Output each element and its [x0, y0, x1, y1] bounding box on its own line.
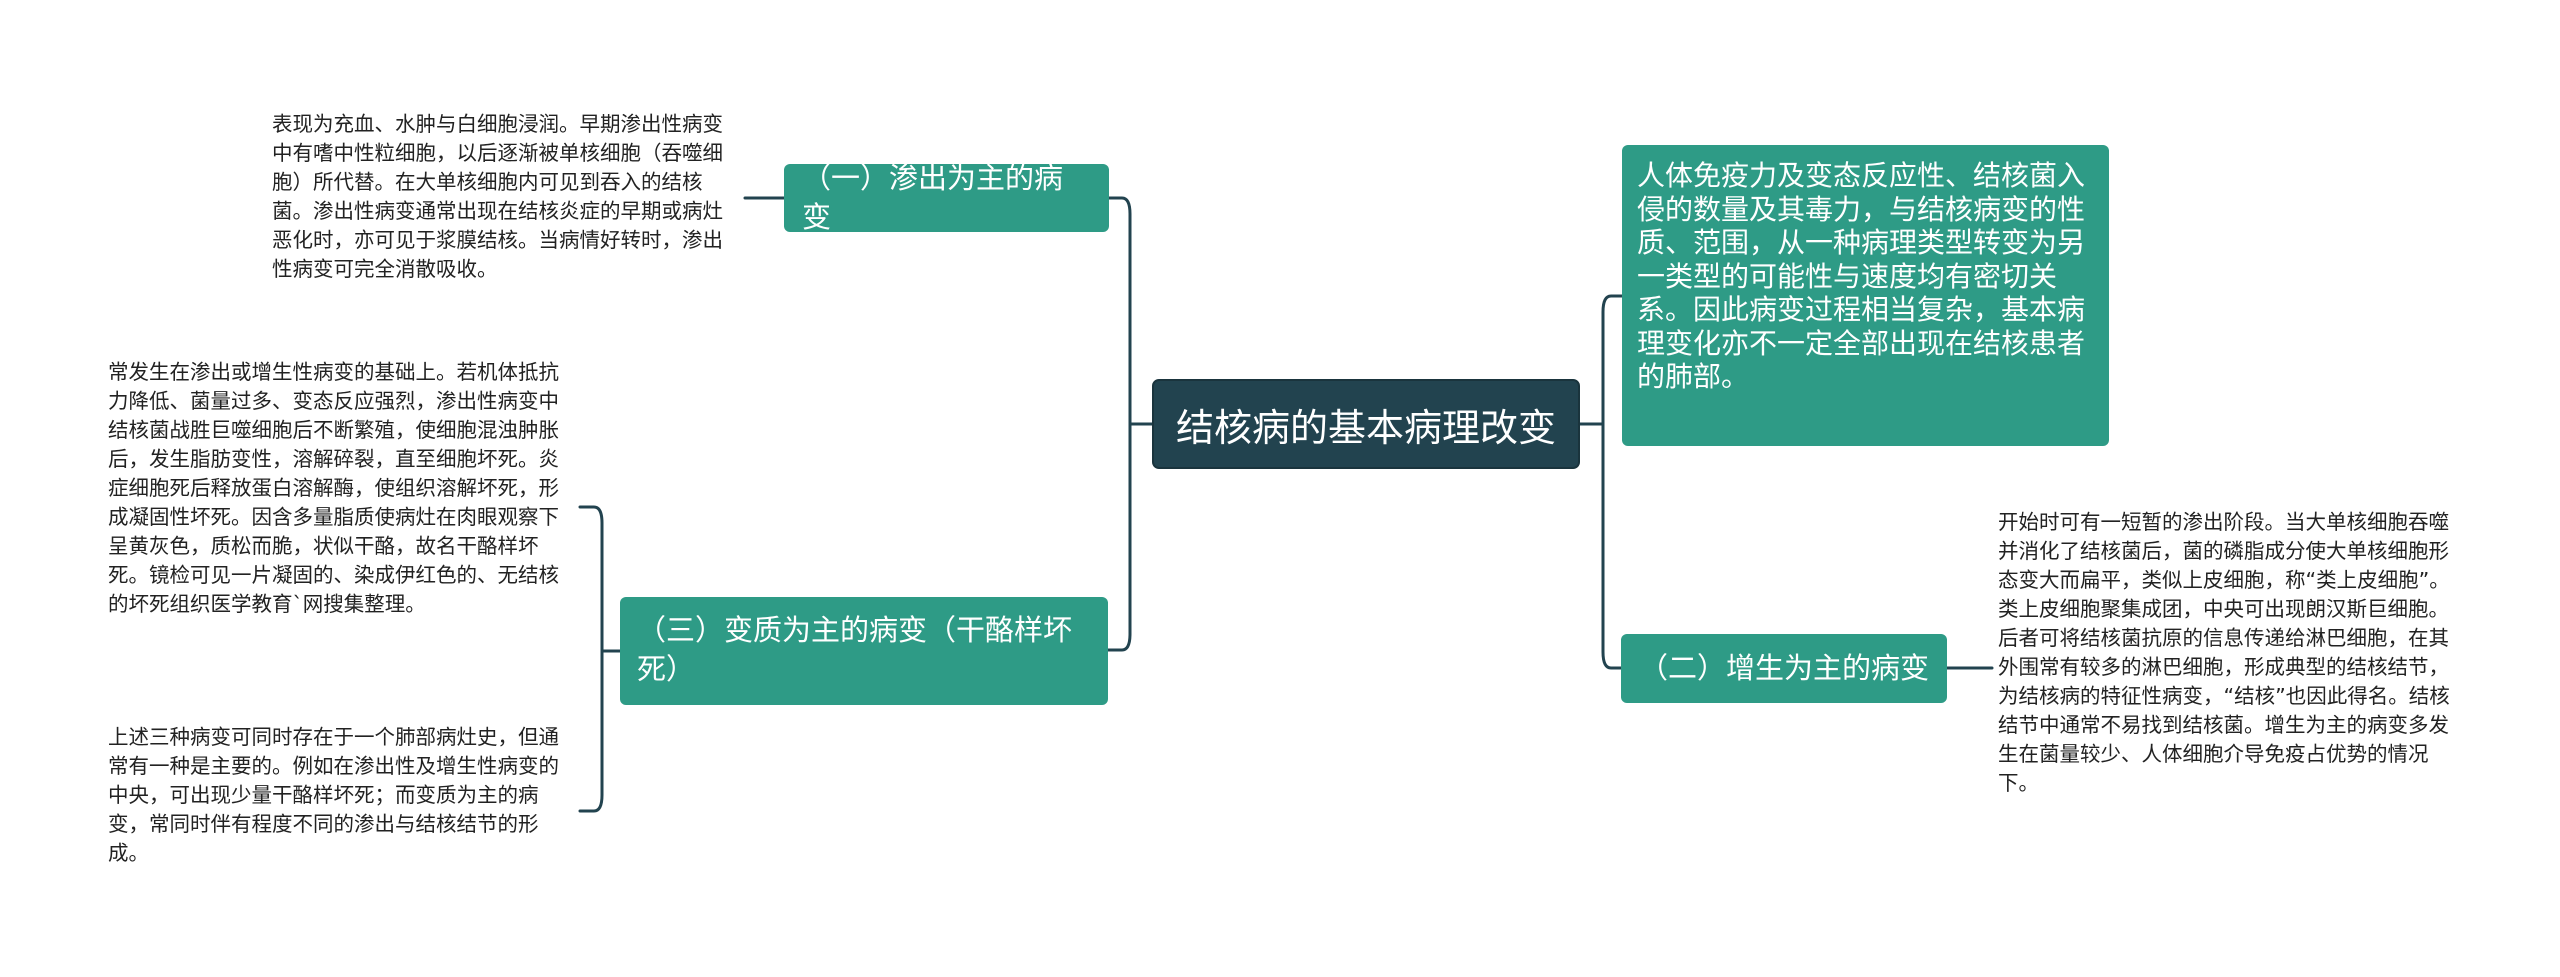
connector-right-spine: [1601, 294, 1624, 670]
branch-immunity-factors-label: 人体免疫力及变态反应性、结核菌入侵的数量及其毒力，与结核病变的性质、范围，从一种…: [1637, 159, 2086, 393]
branch-exudative-lesion[interactable]: （一）渗出为主的病变: [784, 161, 1109, 234]
connector-left-spine: [1106, 196, 1132, 652]
leaf-proliferative-note: 开始时可有一短暂的渗出阶段。当大单核细胞吞噬并消化了结核菌后，菌的磷脂成分使大单…: [1998, 510, 2450, 795]
branch-degenerative-lesion[interactable]: （三）变质为主的病变（干酪样坏死）: [620, 597, 1108, 705]
leaf-exudative-note: 表现为充血、水肿与白细胞浸润。早期渗出性病变中有嗜中性粒细胞，以后逐渐被单核细胞…: [272, 112, 723, 281]
leaf-degenerative-note: 常发生在渗出或增生性病变的基础上。若机体抵抗力降低、菌量过多、变态反应强烈，渗出…: [108, 360, 559, 616]
branch-proliferative-lesion-label: （二）增生为主的病变: [1639, 651, 1930, 685]
branch-exudative-lesion-label: （一）渗出为主的病变: [802, 161, 1064, 234]
branch-proliferative-lesion[interactable]: （二）增生为主的病变: [1621, 634, 1947, 703]
connector-b3-bracket: [578, 505, 622, 813]
leaf-coexistence-note: 上述三种病变可同时存在于一个肺部病灶史，但通常有一种是主要的。例如在渗出性及增生…: [108, 725, 559, 865]
branch-degenerative-lesion-label: （三）变质为主的病变（干酪样坏死）: [637, 613, 1073, 686]
branch-immunity-factors[interactable]: 人体免疫力及变态反应性、结核菌入侵的数量及其毒力，与结核病变的性质、范围，从一种…: [1622, 145, 2109, 446]
root-node[interactable]: 结核病的基本病理改变: [1152, 379, 1580, 469]
root-title: 结核病的基本病理改变: [1175, 405, 1556, 450]
